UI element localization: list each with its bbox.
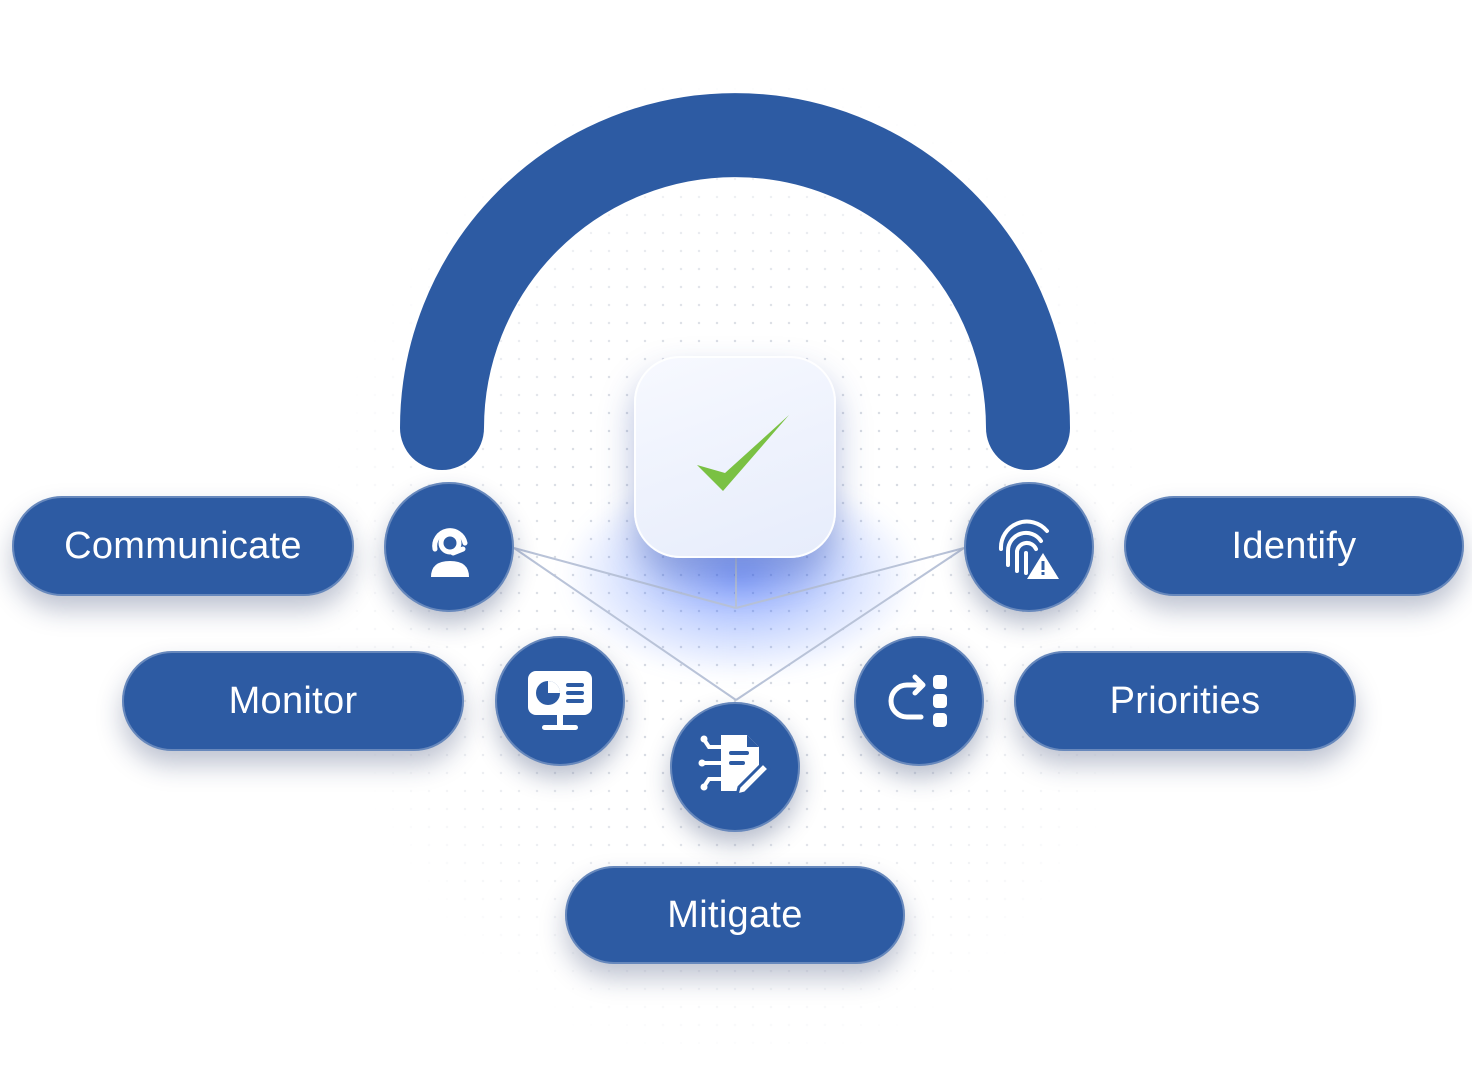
cycle-list-icon	[888, 674, 947, 727]
monitor-report-icon	[528, 671, 592, 730]
step-label-monitor: Monitor	[228, 679, 358, 722]
step-pill-communicate: Communicate	[12, 496, 354, 596]
top-arc	[400, 93, 1070, 470]
step-label-priorities: Priorities	[1109, 679, 1261, 722]
headset-agent-icon	[431, 528, 469, 577]
step-pill-priorities: Priorities	[1014, 651, 1356, 751]
step-pill-mitigate: Mitigate	[565, 866, 905, 964]
step-node-priorities	[854, 636, 984, 766]
step-pill-identify: Identify	[1124, 496, 1464, 596]
step-label-communicate: Communicate	[64, 524, 302, 567]
document-edit-circuit-icon	[698, 735, 772, 798]
step-pill-monitor: Monitor	[122, 651, 464, 751]
step-label-mitigate: Mitigate	[667, 893, 803, 936]
step-node-monitor	[495, 636, 625, 766]
center-check-tile	[634, 356, 836, 558]
connector-lines	[513, 547, 965, 701]
step-label-identify: Identify	[1231, 524, 1357, 567]
step-node-communicate	[384, 482, 514, 612]
step-node-identify	[964, 482, 1094, 612]
fingerprint-warning-icon	[998, 519, 1059, 579]
step-node-mitigate	[670, 702, 800, 832]
check-icon	[697, 415, 789, 491]
